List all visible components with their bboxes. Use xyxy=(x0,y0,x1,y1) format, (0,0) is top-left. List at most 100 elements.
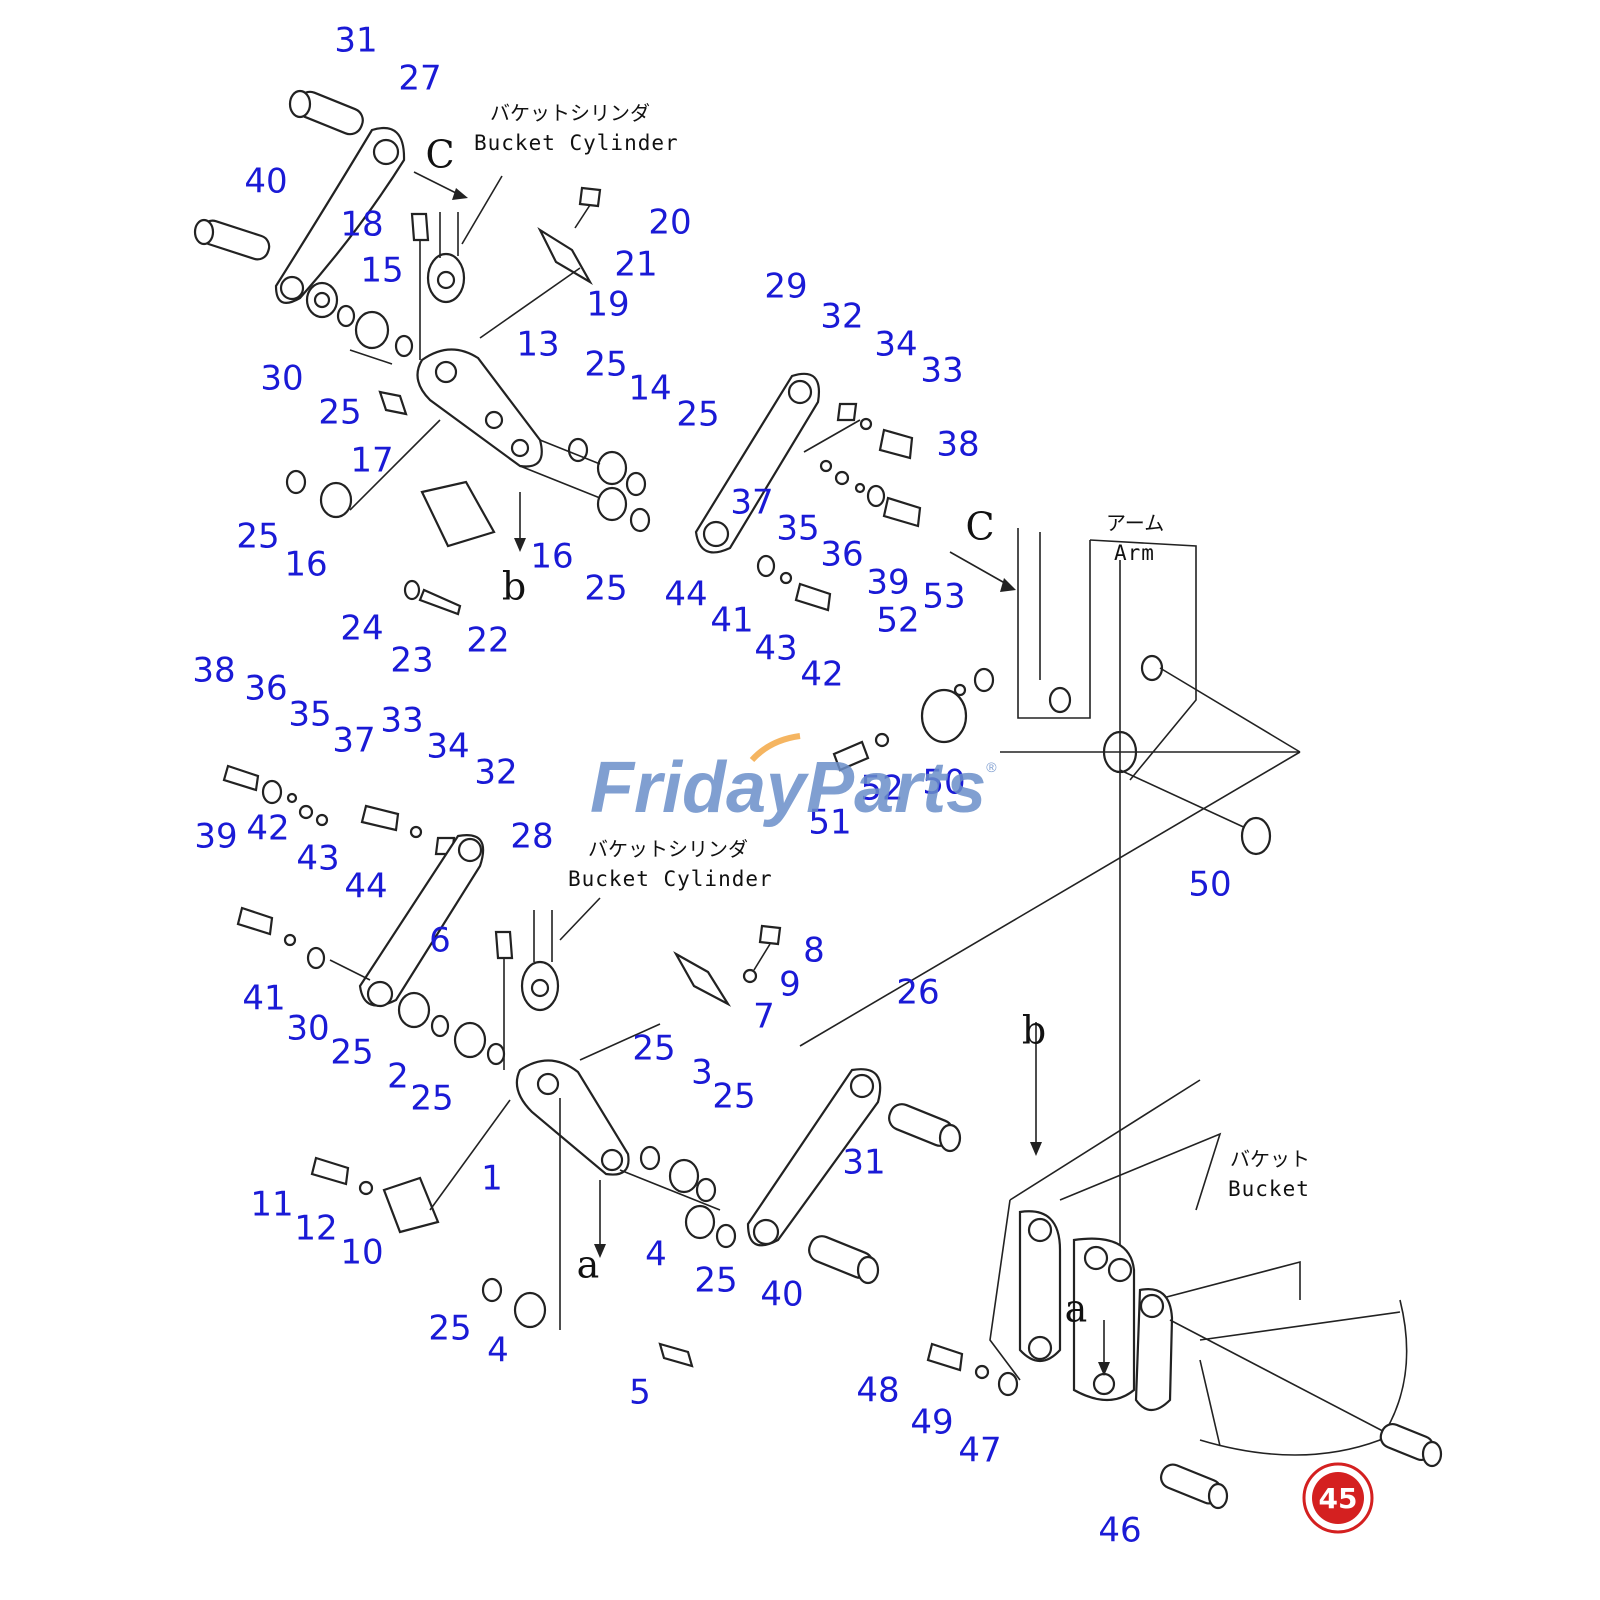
callout-48: 48 xyxy=(856,1371,899,1411)
callout-29: 29 xyxy=(764,267,807,307)
callout-34: 34 xyxy=(426,727,469,767)
callout-4: 4 xyxy=(487,1331,509,1371)
callout-50: 50 xyxy=(922,763,965,803)
callout-42: 42 xyxy=(800,655,843,695)
callout-25: 25 xyxy=(584,569,627,609)
arm-structure xyxy=(799,528,1301,1260)
callout-37: 37 xyxy=(332,721,375,761)
watermark-text-a: Friday xyxy=(590,748,810,828)
view-letter-b-1: b xyxy=(502,565,526,609)
callout-1: 1 xyxy=(481,1159,503,1199)
label-jp4: バケット xyxy=(1230,1147,1310,1171)
view-letter-C-0: C xyxy=(425,133,454,177)
callout-10: 10 xyxy=(340,1233,383,1273)
callout-7: 7 xyxy=(753,997,775,1037)
callout-39: 39 xyxy=(866,563,909,603)
watermark-registered-mark: ® xyxy=(986,759,997,775)
callout-11: 11 xyxy=(250,1185,293,1225)
callout-36: 36 xyxy=(244,669,287,709)
link-29-assembly xyxy=(694,372,922,612)
callout-52: 52 xyxy=(860,769,903,809)
callout-37: 37 xyxy=(730,483,773,523)
callout-25: 25 xyxy=(428,1309,471,1349)
callout-38: 38 xyxy=(192,651,235,691)
callout-41: 41 xyxy=(242,979,285,1019)
callout-2: 2 xyxy=(387,1057,409,1097)
callout-25: 25 xyxy=(236,517,279,557)
callout-41: 41 xyxy=(710,601,753,641)
callout-35: 35 xyxy=(776,509,819,549)
callout-15: 15 xyxy=(360,251,403,291)
callout-5: 5 xyxy=(629,1373,651,1413)
view-letter-a-4: a xyxy=(577,1243,600,1287)
callout-33: 33 xyxy=(380,701,423,741)
callout-53: 53 xyxy=(922,577,965,617)
pin-46 xyxy=(1159,1463,1229,1510)
link-28 xyxy=(358,834,485,1007)
callout-52: 52 xyxy=(876,601,919,641)
label-texts: バケットシリンダ Bucket Cylinder バケットシリンダ Bucket Cy… xyxy=(474,101,1310,1201)
view-letter-b-3: b xyxy=(1022,1009,1046,1053)
callout-40: 40 xyxy=(244,162,287,202)
callout-25: 25 xyxy=(632,1029,675,1069)
watermark-text-b: Parts xyxy=(806,748,986,828)
label-en1: Bucket Cylinder xyxy=(474,131,679,155)
highlight-ring xyxy=(1302,1462,1374,1534)
callout-25: 25 xyxy=(584,345,627,385)
callout-22: 22 xyxy=(466,621,509,661)
view-letter-C-2: C xyxy=(965,505,994,549)
callout-25: 25 xyxy=(330,1033,373,1073)
callout-24: 24 xyxy=(340,609,383,649)
callout-9: 9 xyxy=(779,965,801,1005)
callout-35: 35 xyxy=(288,695,331,735)
callout-16: 16 xyxy=(284,545,327,585)
lower-linkage-assembly xyxy=(222,764,962,1368)
callout-25: 25 xyxy=(712,1077,755,1117)
callout-50: 50 xyxy=(1188,865,1231,905)
pin-45 xyxy=(1379,1422,1443,1468)
callout-30: 30 xyxy=(260,359,303,399)
callout-17: 17 xyxy=(350,441,393,481)
link-26 xyxy=(746,1068,882,1247)
callout-13: 13 xyxy=(516,325,559,365)
label-jp1: バケットシリンダ xyxy=(490,101,650,125)
callout-12: 12 xyxy=(294,1209,337,1249)
callout-44: 44 xyxy=(344,867,387,907)
callout-19: 19 xyxy=(586,285,629,325)
label-en3: Arm xyxy=(1114,541,1155,565)
callout-51: 51 xyxy=(808,803,851,843)
upper-linkage-assembly xyxy=(193,89,651,616)
callout-32: 32 xyxy=(820,297,863,337)
callout-4: 4 xyxy=(645,1235,667,1275)
callout-20: 20 xyxy=(648,203,691,243)
highlight-label: 45 xyxy=(1319,1482,1358,1515)
callout-38: 38 xyxy=(936,425,979,465)
callout-39: 39 xyxy=(194,817,237,857)
label-jp2: バケットシリンダ xyxy=(588,837,748,861)
plate-22 xyxy=(420,480,496,548)
callout-16: 16 xyxy=(530,537,573,577)
callout-43: 43 xyxy=(754,629,797,669)
callout-33: 33 xyxy=(920,351,963,391)
highlight-disc xyxy=(1312,1472,1364,1524)
callout-47: 47 xyxy=(958,1431,1001,1471)
link-27 xyxy=(274,126,406,304)
callout-21: 21 xyxy=(614,245,657,285)
callout-31: 31 xyxy=(842,1143,885,1183)
callout-25: 25 xyxy=(694,1261,737,1301)
callout-46: 46 xyxy=(1098,1511,1141,1551)
label-en2: Bucket Cylinder xyxy=(568,867,773,891)
callout-49: 49 xyxy=(910,1403,953,1443)
callout-3: 3 xyxy=(691,1053,713,1093)
pin-40-top xyxy=(193,218,271,261)
callout-8: 8 xyxy=(803,931,825,971)
bucket-structure xyxy=(926,1022,1443,1510)
callout-26: 26 xyxy=(896,973,939,1013)
callout-23: 23 xyxy=(390,641,433,681)
pin-31-top xyxy=(288,89,364,136)
callout-43: 43 xyxy=(296,839,339,879)
label-en4: Bucket xyxy=(1228,1177,1310,1201)
